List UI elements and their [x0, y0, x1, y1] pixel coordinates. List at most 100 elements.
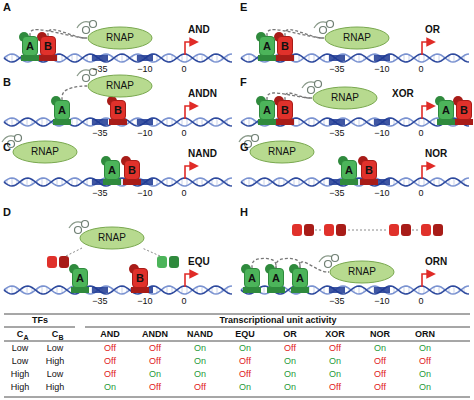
position-marker: −35	[329, 65, 344, 74]
transcription-factor: B	[456, 100, 472, 120]
table-cell: Off	[374, 370, 386, 379]
promoter-box	[92, 55, 108, 61]
transcription-factor: A	[54, 100, 70, 120]
transcription-factor: A	[292, 268, 308, 288]
table-rule	[4, 327, 75, 328]
table-cell: Off	[329, 344, 341, 353]
position-marker: −35	[329, 129, 344, 138]
transcription-start-arrow	[422, 42, 434, 55]
table-cell: On	[419, 370, 431, 379]
factor-label: B	[128, 165, 136, 176]
panel-letter: F	[240, 77, 247, 88]
table-cell: On	[419, 344, 431, 353]
sigma-factor	[82, 221, 89, 228]
factor-label: B	[114, 105, 122, 116]
promoter-box	[329, 119, 345, 125]
position-marker: −10	[374, 189, 389, 198]
factor-label: A	[296, 273, 304, 284]
transcription-factor: A	[341, 160, 357, 180]
table-cell: Off	[239, 357, 251, 366]
gate-name: ANDN	[188, 89, 217, 99]
table-rule	[85, 327, 470, 328]
transcription-start-arrow	[185, 166, 197, 179]
table-cell: Off	[149, 383, 161, 392]
table-cell: High	[11, 383, 30, 392]
panel-letter: B	[3, 77, 11, 88]
sigma-factor	[320, 27, 327, 34]
panel-letter: D	[3, 207, 11, 218]
sigma-factor	[315, 81, 322, 88]
table-cell: On	[374, 344, 386, 353]
position-marker: −10	[374, 297, 389, 306]
transcription-factor: A	[438, 100, 454, 120]
table-cell: Off	[374, 357, 386, 366]
table-rule	[4, 314, 470, 315]
concentration-subscript: A	[24, 334, 29, 341]
factor-label: A	[248, 273, 256, 284]
rna-polymerase: RNAP	[249, 140, 315, 164]
transcription-start-arrow	[185, 106, 197, 119]
table-header: TFs	[32, 316, 48, 325]
concentration-symbol: C	[52, 330, 59, 339]
transcription-factor: A	[259, 36, 275, 56]
table-header: NOR	[370, 330, 390, 339]
polymerase-label: RNAP	[331, 93, 359, 103]
transcription-factor: B	[277, 36, 293, 56]
interaction-line	[267, 30, 324, 38]
promoter-box	[92, 119, 108, 125]
interaction-line	[66, 248, 82, 256]
promoter-box	[374, 287, 390, 293]
table-cell: On	[239, 344, 251, 353]
table-cell: On	[194, 344, 206, 353]
panel-letter: G	[240, 142, 249, 153]
position-marker: 0	[418, 297, 423, 306]
rna-polymerase: RNAP	[329, 260, 395, 284]
sigma-factor	[325, 261, 332, 268]
table-cell: Off	[104, 357, 116, 366]
transcription-factor: B	[124, 160, 140, 180]
table-cell: On	[194, 357, 206, 366]
gate-name: NOR	[425, 149, 447, 159]
table-cell: Off	[149, 344, 161, 353]
transcription-factor: A	[268, 268, 284, 288]
concentration-subscript: B	[59, 334, 64, 341]
table-cell: Off	[104, 344, 116, 353]
table-cell: High	[11, 370, 30, 379]
table-header: OR	[283, 330, 297, 339]
sigma-factor	[75, 227, 82, 234]
polymerase-ellipse	[13, 141, 77, 163]
position-marker: −35	[329, 189, 344, 198]
factor-label: B	[281, 105, 289, 116]
interaction-line	[315, 230, 323, 231]
factor-label: A	[263, 41, 271, 52]
table-cell: Off	[194, 383, 206, 392]
sigma-factor	[252, 135, 259, 142]
position-marker: −10	[137, 65, 152, 74]
interaction-line	[285, 93, 312, 100]
transcription-start-arrow	[422, 106, 434, 119]
transcription-factor: A	[259, 100, 275, 120]
sigma-factor	[327, 21, 334, 28]
table-cell: On	[149, 370, 161, 379]
gate-name: ORN	[425, 257, 447, 267]
free-tf-dimer	[157, 256, 179, 268]
table-cell: Off	[239, 370, 251, 379]
polymerase-label: RNAP	[98, 233, 126, 243]
sigma-factor	[15, 135, 22, 142]
position-marker: −10	[137, 297, 152, 306]
table-cell: On	[239, 383, 251, 392]
table-header: Transcriptional unit activity	[219, 316, 336, 325]
polymerase-ellipse	[325, 27, 389, 49]
interaction-line	[30, 30, 87, 38]
rna-polymerase: RNAP	[312, 86, 378, 110]
promoter-box	[374, 119, 390, 125]
transcription-factor: B	[40, 36, 56, 56]
position-marker: 0	[181, 65, 186, 74]
polymerase-ellipse	[88, 27, 152, 49]
position-marker: −35	[92, 129, 107, 138]
promoter-box	[137, 119, 153, 125]
polymerase-label: RNAP	[106, 81, 134, 91]
interaction-line	[252, 258, 276, 268]
table-cell: On	[194, 370, 206, 379]
gate-name: NAND	[188, 149, 217, 159]
